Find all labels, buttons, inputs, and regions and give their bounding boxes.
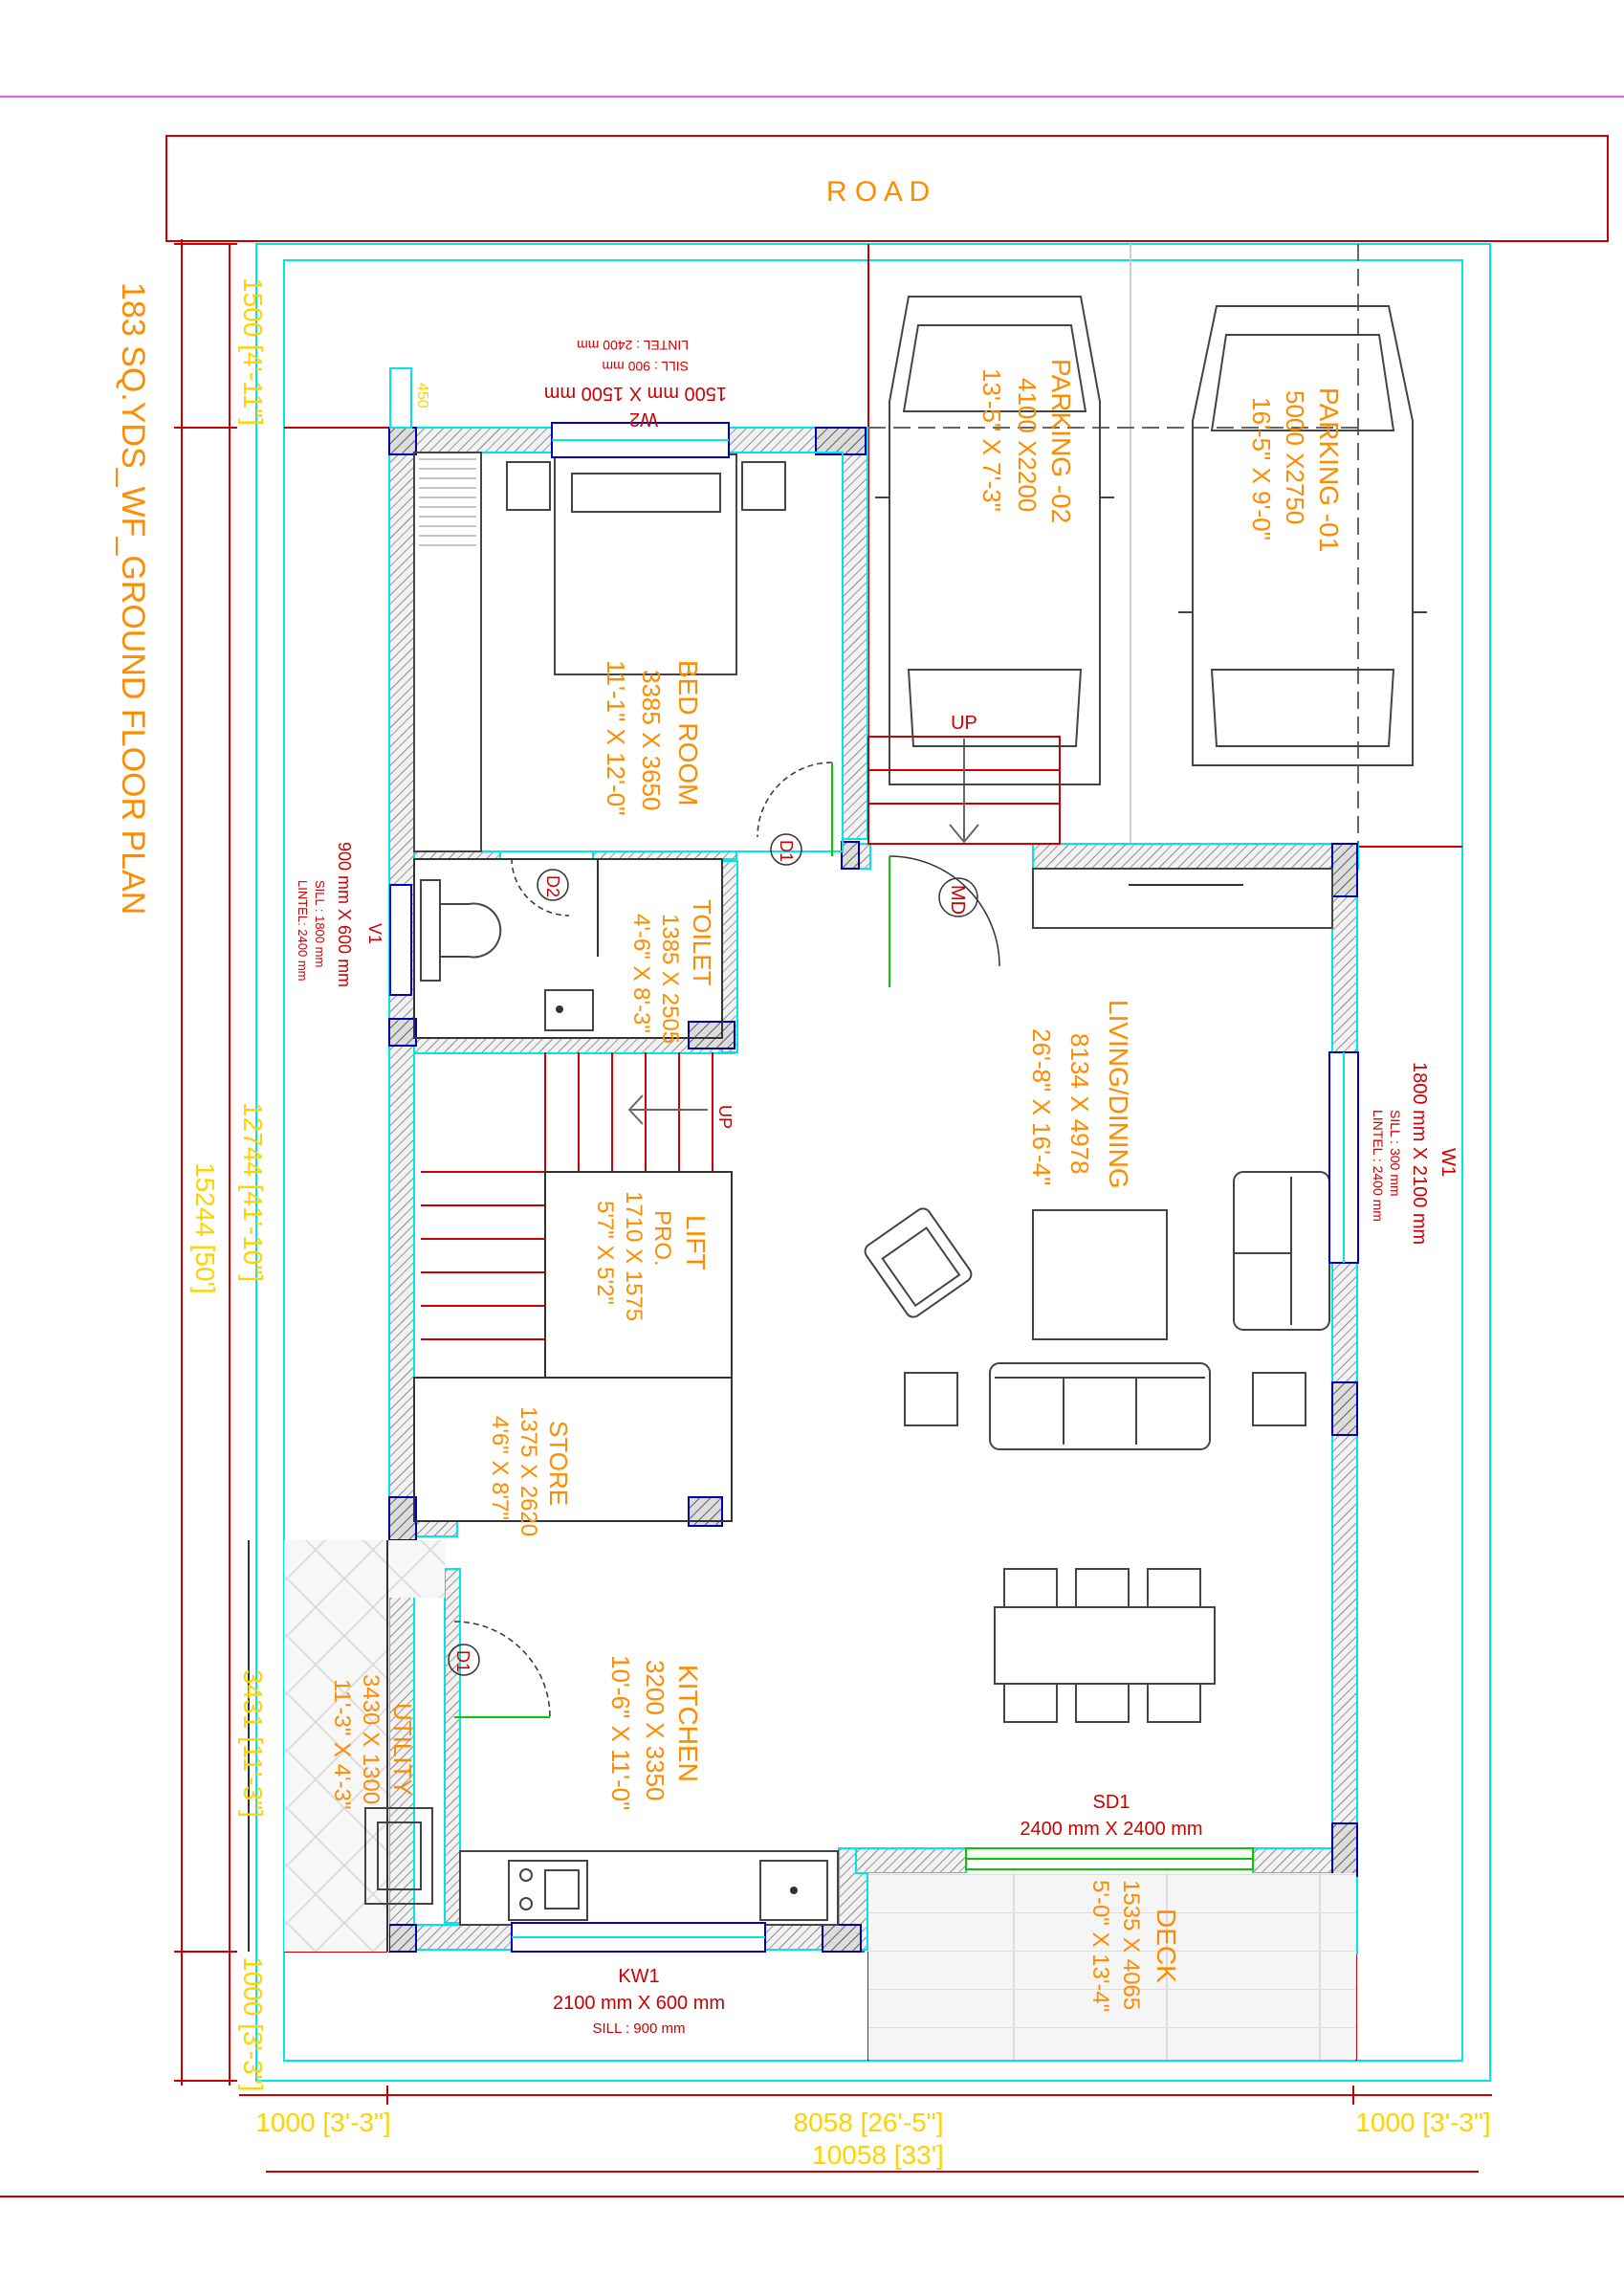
v1-lintel: LINTEL: 2400 mm bbox=[296, 880, 310, 982]
utility-floor bbox=[284, 1540, 389, 1952]
md-tag: MD bbox=[947, 885, 968, 915]
lift-ft: 5'7" X 5'2" bbox=[592, 1201, 618, 1305]
front-setback-dim: 1500 [4'-11"] bbox=[238, 277, 268, 426]
toilet-fixture bbox=[439, 902, 502, 959]
road-box bbox=[165, 135, 1609, 242]
toilet-name: TOILET bbox=[688, 899, 716, 986]
deck-name: DECK bbox=[1152, 1909, 1181, 1983]
v1-tag: V1 bbox=[365, 923, 384, 944]
deck-mm: 1535 X 4065 bbox=[1118, 1880, 1144, 2010]
parking2-name: PARKING -02 bbox=[1046, 359, 1076, 523]
road-label: R O A D bbox=[826, 176, 930, 208]
stair-up-label: UP bbox=[715, 1105, 735, 1129]
store-name: STORE bbox=[544, 1421, 573, 1506]
utility-name: UTILITY bbox=[388, 1703, 417, 1796]
bedroom-name: BED ROOM bbox=[673, 660, 703, 806]
w2-sill: SILL : 900 mm bbox=[602, 359, 689, 374]
kitchen-mm: 3200 X 3350 bbox=[641, 1660, 669, 1800]
parking2-mm: 4100 X2200 bbox=[1013, 378, 1042, 512]
kw1-size: 2100 mm X 600 mm bbox=[553, 1993, 725, 2014]
living-name: LIVING/DINING bbox=[1104, 1000, 1133, 1189]
total-width-dim: 10058 [33'] bbox=[812, 2140, 944, 2170]
bedroom-ft: 11'-1" X 12'-0" bbox=[602, 660, 630, 815]
inner-width-dim: 8058 [26'-5"] bbox=[794, 2108, 944, 2137]
plot-boundary bbox=[255, 243, 1491, 2082]
kitchen-counter bbox=[459, 1850, 839, 1926]
kw1-sill: SILL : 900 mm bbox=[593, 2020, 686, 2037]
w2-offset: 450 bbox=[414, 383, 430, 408]
w1-lintel: LINTEL : 2400 mm bbox=[1371, 1110, 1386, 1222]
deck-floor bbox=[868, 1873, 1356, 2060]
left-outer-wall bbox=[388, 427, 415, 1950]
lift-name: LIFT bbox=[681, 1215, 711, 1270]
car-01 bbox=[1178, 305, 1427, 766]
left-setback-dim: 1000 [3'-3"] bbox=[255, 2108, 390, 2137]
w2-size: 1500 mm X 1500 mm bbox=[544, 383, 727, 404]
parking1-mm: 5000 X2750 bbox=[1281, 390, 1309, 524]
kw1-tag: KW1 bbox=[618, 1966, 659, 1987]
lift-sub: PRO. bbox=[649, 1210, 675, 1267]
utility-depth-dim: 3431 [11'-3"] bbox=[238, 1669, 268, 1818]
armchair bbox=[864, 1207, 973, 1318]
w1-tag: W1 bbox=[1437, 1148, 1459, 1177]
coffee-table bbox=[1032, 1209, 1168, 1340]
sd1-size: 2400 mm X 2400 mm bbox=[1020, 1819, 1202, 1840]
toilet-mm: 1385 X 2505 bbox=[657, 914, 683, 1044]
parking2-ft: 13'-5" X 7'-3" bbox=[977, 368, 1006, 512]
v1-size: 900 mm X 600 mm bbox=[335, 842, 354, 987]
lift-mm: 1710 X 1575 bbox=[621, 1191, 647, 1321]
w1-sill: SILL : 300 mm bbox=[1388, 1110, 1403, 1197]
d2-tag: D2 bbox=[543, 875, 562, 897]
right-setback-dim: 1000 [3'-3"] bbox=[1355, 2108, 1490, 2137]
car-02 bbox=[875, 296, 1114, 785]
living-ft: 26'-8" X 16'-4" bbox=[1027, 1028, 1056, 1185]
store-mm: 1375 X 2620 bbox=[516, 1406, 541, 1536]
bedroom-mm: 3385 X 3650 bbox=[637, 670, 666, 810]
inner-depth-dim: 12744 [41'-10"] bbox=[238, 1102, 268, 1282]
w2-lintel: LINTEL : 2400 mm bbox=[577, 338, 689, 353]
entrance-up-label: UP bbox=[951, 713, 977, 734]
rear-setback-dim: 1000 [3'-3"] bbox=[238, 1956, 268, 2091]
sofa-right bbox=[1233, 1171, 1330, 1331]
dining-table bbox=[994, 1606, 1216, 1685]
sofa-bottom bbox=[989, 1362, 1211, 1450]
store-room bbox=[413, 1377, 733, 1522]
toilet-ft: 4'-6" X 8'-3" bbox=[628, 914, 654, 1033]
kitchen-ft: 10'-6" X 11'-0" bbox=[606, 1655, 635, 1810]
utility-sink bbox=[364, 1807, 433, 1905]
utility-mm: 3430 X 1300 bbox=[358, 1674, 384, 1804]
store-ft: 4'6" X 8'7" bbox=[487, 1416, 513, 1520]
utility-ft: 11'-3" X 4'-3" bbox=[329, 1679, 355, 1810]
sd1-tag: SD1 bbox=[1093, 1792, 1130, 1813]
parking1-ft: 16'-5" X 9'-0" bbox=[1247, 397, 1276, 541]
stove bbox=[508, 1860, 588, 1921]
total-depth-dim: 15244 [50'] bbox=[190, 1162, 220, 1294]
bed bbox=[554, 453, 737, 675]
v1-vent bbox=[389, 884, 412, 996]
v1-sill: SILL : 1800 mm bbox=[313, 880, 327, 967]
living-mm: 8134 X 4978 bbox=[1065, 1033, 1094, 1174]
kitchen-name: KITCHEN bbox=[673, 1665, 703, 1782]
deck-ft: 5'-0" X 13'-4" bbox=[1087, 1880, 1113, 2012]
w1-size: 1800 mm X 2100 mm bbox=[1409, 1062, 1430, 1245]
inner-boundary bbox=[283, 259, 1463, 2062]
w2-tag: W2 bbox=[629, 408, 658, 430]
d1-kitchen-tag: D1 bbox=[453, 1650, 472, 1672]
plan-title: 183 SQ.YDS_WF_GROUND FLOOR PLAN bbox=[115, 282, 151, 915]
d1-bedroom-tag: D1 bbox=[777, 840, 796, 862]
kitchen-sink bbox=[759, 1860, 828, 1921]
parking1-name: PARKING -01 bbox=[1314, 387, 1344, 552]
